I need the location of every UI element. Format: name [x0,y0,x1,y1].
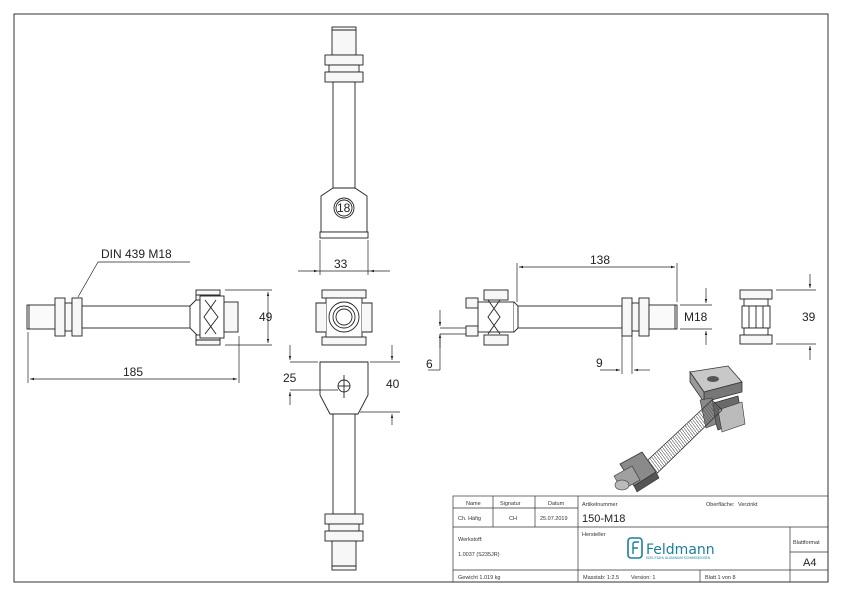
stamp-number: 18 [337,201,351,215]
dim-side-height: 39 [802,310,816,324]
format-value: A4 [803,557,816,569]
dim-thickness: 6 [426,357,433,371]
dim-left-length: 185 [123,365,143,379]
col-date-header: Datum [548,501,565,507]
center-end-view [315,289,373,346]
center-top-dimensions [298,240,390,275]
version: Version: 1 [631,575,655,581]
svg-text:Feldmann: Feldmann [646,542,715,558]
drawer-signature: CH [509,516,517,522]
material-label: Werkstoff: [458,537,483,543]
right-dimensions [428,263,712,374]
material-value: 1.0037 (S235JR) [458,552,500,558]
left-dimensions [27,261,272,383]
dim-top-width: 33 [334,257,348,271]
drawing-date: 25.07.2019 [540,516,568,522]
side-view [739,289,773,345]
surface-label: Oberfläche: [706,502,735,508]
dim-hole: 25 [283,371,297,385]
dim-left-height: 49 [259,310,273,324]
right-view [465,289,678,346]
article-label: Artikelnummer [582,502,618,508]
drawer-name: Ch. Häfig [458,516,481,522]
svg-text:EDELSTAHL ALUMINIUM SCHMIEDEEI: EDELSTAHL ALUMINIUM SCHMIEDEEISEN [646,556,711,560]
manufacturer-label: Hersteller [582,532,606,538]
dim-bottom-width: 40 [386,377,400,391]
din-label: DIN 439 M18 [101,247,172,261]
center-bottom-dimensions [288,345,400,425]
isometric-render [613,365,746,493]
sheet-number: Blatt 1 von 8 [705,575,736,581]
side-dimensions [776,274,816,360]
surface-value: Verzinkt [738,502,758,508]
dim-right-length: 138 [590,253,610,267]
left-view [26,289,239,346]
col-signature-header: Signatur [500,501,521,507]
sheet-border [13,13,829,583]
article-number: 150-M18 [582,513,625,525]
center-top-view [319,26,369,239]
col-name-header: Name [466,501,481,507]
weight: Gewicht 1.019 kg [458,575,501,581]
feldmann-logo: Feldmann EDELSTAHL ALUMINIUM SCHMIEDEEIS… [627,537,715,560]
dim-thread: M18 [684,310,708,324]
center-bottom-view [319,361,369,571]
title-block [452,495,829,583]
format-label: Blattformat [793,540,820,546]
scale: Masstab: 1:2.5 [583,575,619,581]
dim-nut-gap: 9 [596,356,603,370]
